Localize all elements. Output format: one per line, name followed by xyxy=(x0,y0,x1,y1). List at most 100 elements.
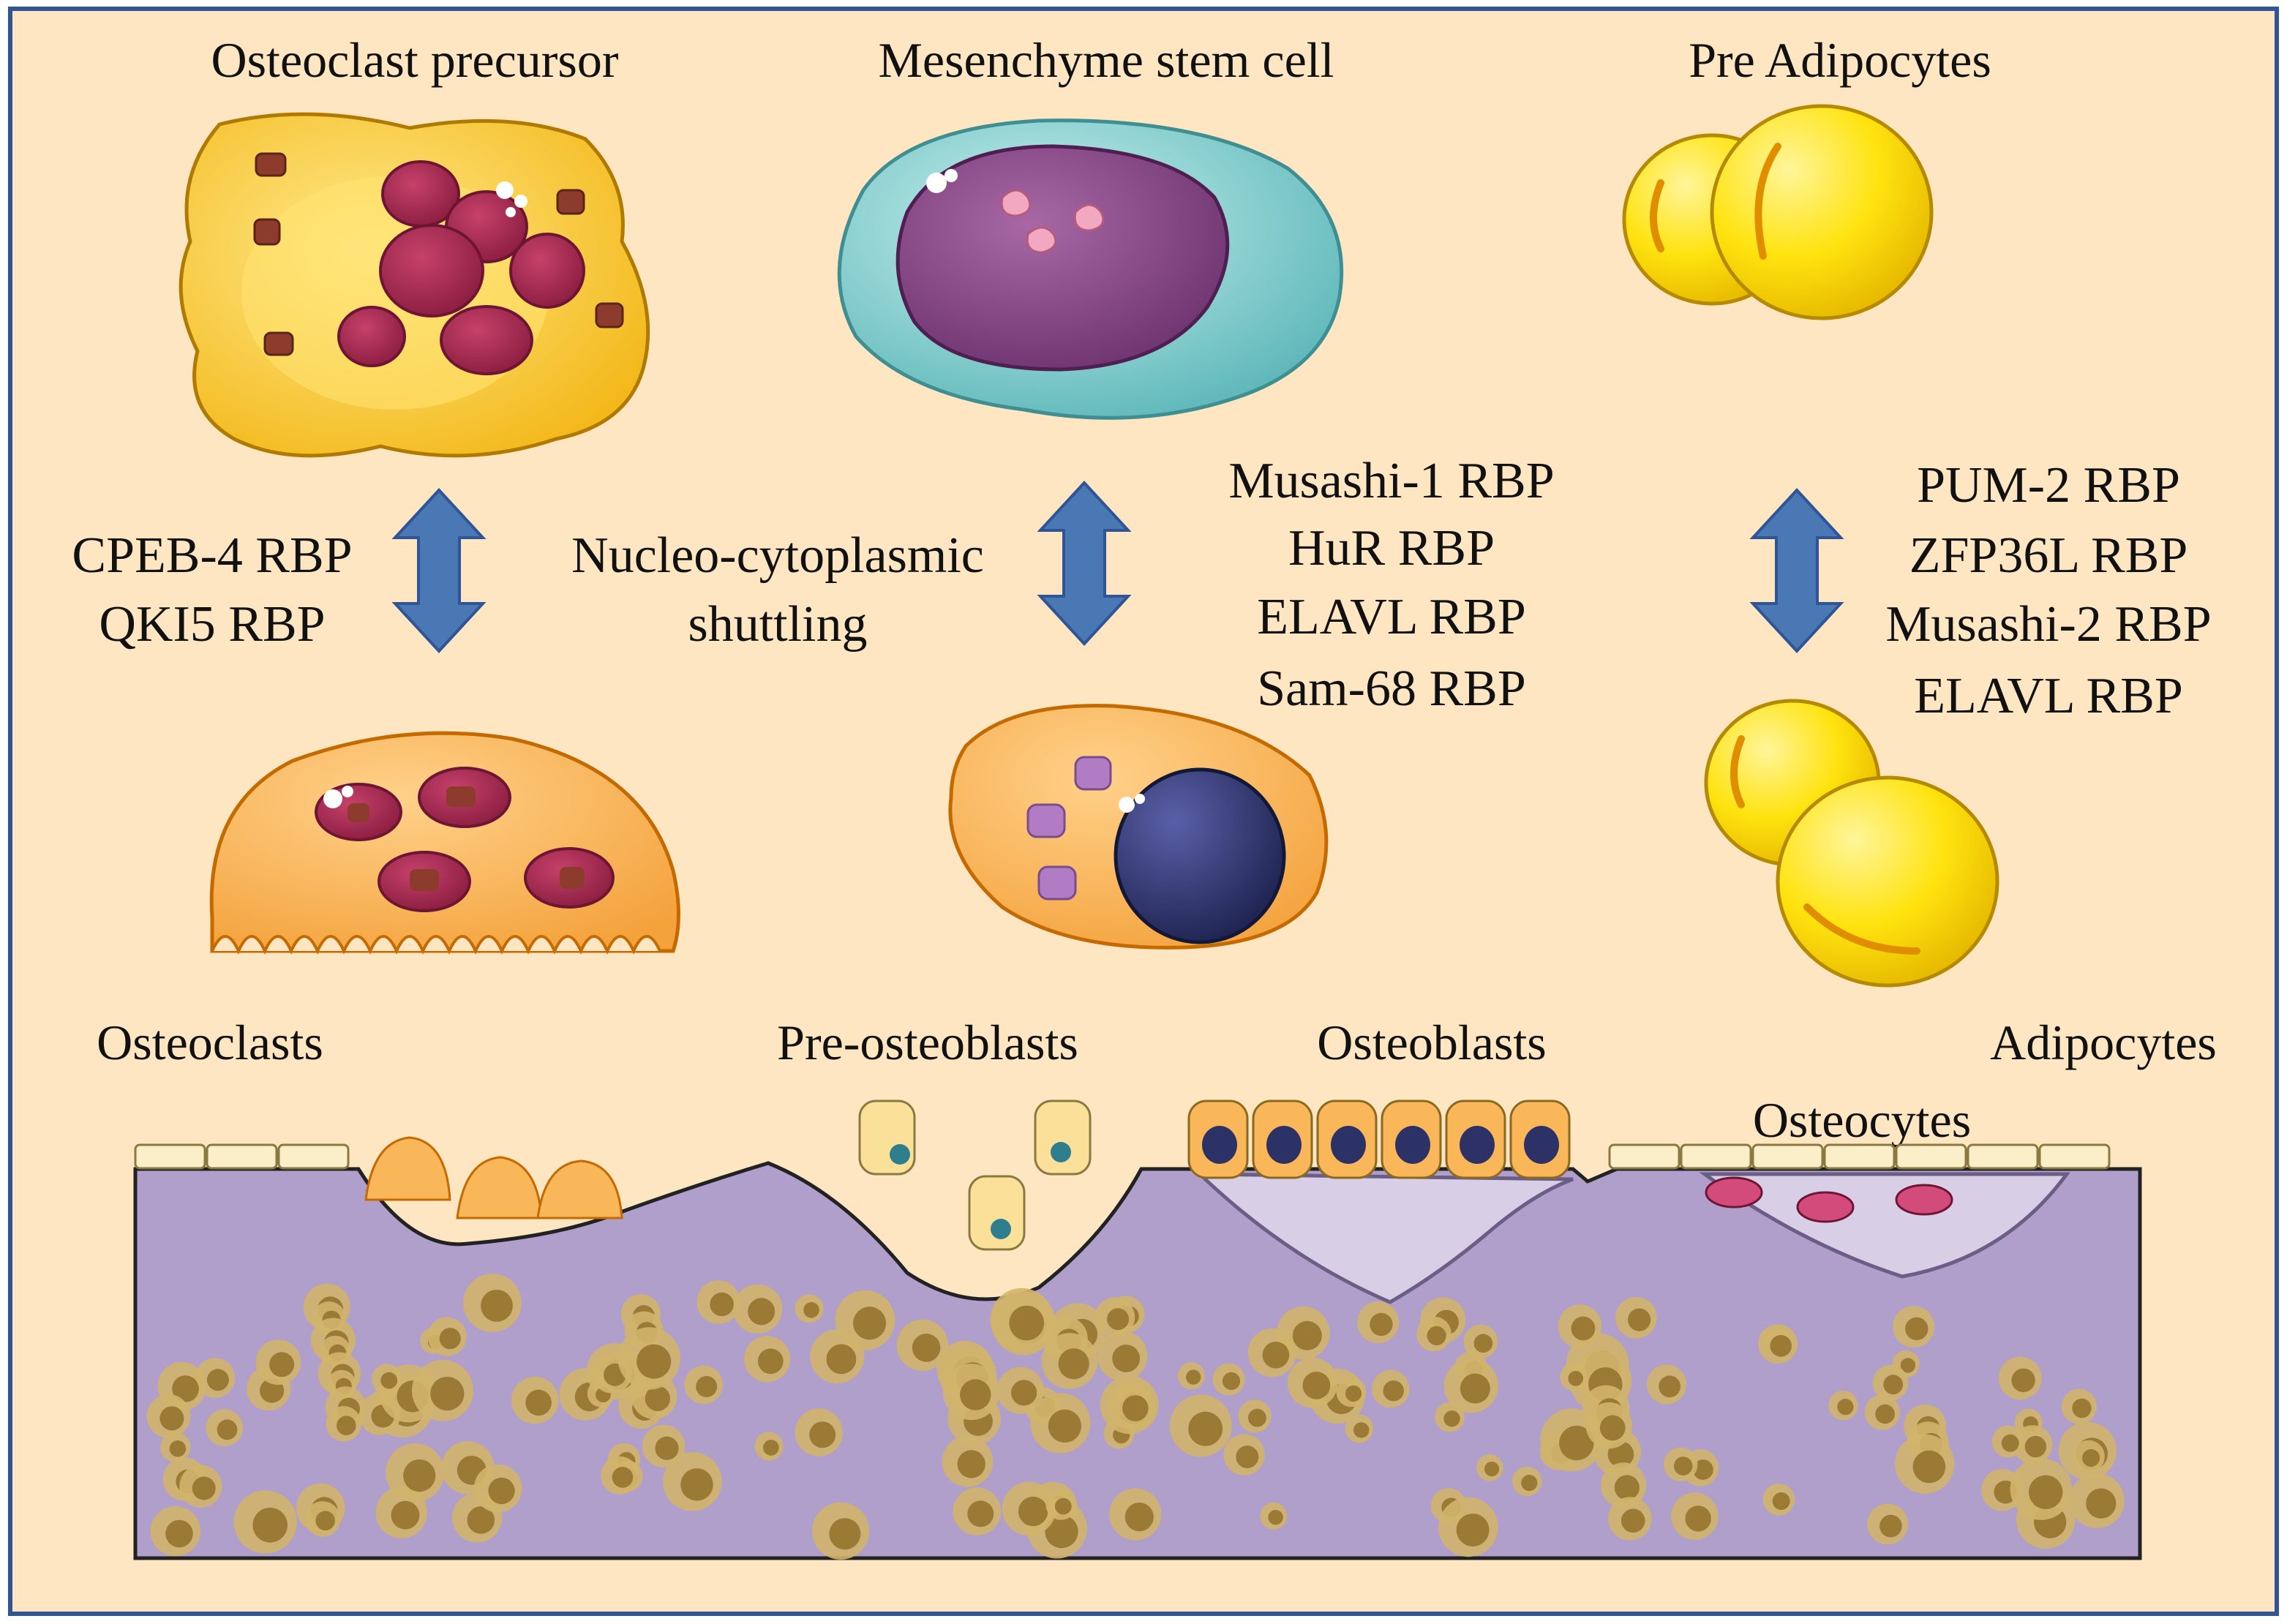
lacuna-core xyxy=(1692,1459,1713,1480)
rbp-osteoblast-4: Sam-68 RBP xyxy=(1257,661,1526,717)
rbp-adipocyte-4: ELAVL RBP xyxy=(1914,668,2183,724)
lacuna-core xyxy=(1912,1450,1946,1484)
lacuna-core xyxy=(1345,1385,1362,1402)
rbp-adipocyte-3: Musashi-2 RBP xyxy=(1885,596,2211,653)
lacuna-core xyxy=(1659,1375,1681,1398)
lacuna-core xyxy=(757,1348,784,1375)
osteoblasts-row xyxy=(1187,1099,1571,1179)
rbp-adipocyte-1: PUM-2 RBP xyxy=(1917,457,2180,514)
rbp-osteoblast-1: Musashi-1 RBP xyxy=(1228,453,1554,509)
lacuna-core xyxy=(1568,1371,1583,1386)
lacuna-core xyxy=(403,1459,436,1492)
lacuna-core xyxy=(2024,1435,2047,1458)
lacuna-core xyxy=(1621,1508,1645,1533)
lacuna-core xyxy=(1112,1345,1141,1372)
lacuna-core xyxy=(1456,1514,1490,1546)
lacuna-core xyxy=(748,1298,776,1326)
lacuna-core xyxy=(1559,1425,1594,1461)
lacuna-core xyxy=(1837,1399,1854,1416)
lacuna-core xyxy=(1443,1410,1460,1427)
lacuna-core xyxy=(1879,1514,1902,1538)
lacuna-core xyxy=(1124,1503,1154,1532)
lacuna-core xyxy=(2072,1398,2092,1418)
lacuna-core xyxy=(391,1500,420,1530)
label-osteoclast-precursor: Osteoclast precursor xyxy=(211,32,618,88)
lacuna-core xyxy=(525,1389,552,1416)
rbp-osteoclast-2: QKI5 RBP xyxy=(99,596,325,653)
osteoblast-nucleus xyxy=(1460,1126,1495,1164)
lacuna-core xyxy=(829,1518,861,1550)
lacuna-core xyxy=(439,1328,461,1350)
lacuna-core xyxy=(2011,1368,2035,1393)
lacuna-core xyxy=(1186,1369,1201,1385)
lacuna-core xyxy=(488,1477,515,1505)
lacuna-core xyxy=(1770,1335,1792,1357)
label-osteoclasts: Osteoclasts xyxy=(97,1015,323,1070)
lacuna-core xyxy=(1370,1312,1393,1337)
lacuna-core xyxy=(826,1344,857,1375)
lacuna-core xyxy=(481,1290,513,1322)
double-arrow-icon xyxy=(1749,488,1844,653)
lacuna-core xyxy=(1236,1446,1259,1469)
lacuna-core xyxy=(1571,1316,1596,1341)
lacuna-core xyxy=(1614,1475,1640,1500)
lacuna-core xyxy=(217,1419,238,1440)
lacuna-core xyxy=(1045,1515,1078,1549)
lacuna-core xyxy=(165,1519,193,1548)
osteoblast-nucleus xyxy=(1395,1126,1430,1164)
lacuna-core xyxy=(957,1450,985,1478)
label-pre-adipocytes: Pre Adipocytes xyxy=(1689,32,1991,88)
lacuna-core xyxy=(612,1467,634,1488)
lacuna-core xyxy=(655,1436,679,1460)
lacuna-core xyxy=(169,1440,187,1457)
lacuna-core xyxy=(1900,1358,1916,1373)
lacuna-core xyxy=(710,1292,734,1317)
rbp-osteoclast-1: CPEB-4 RBP xyxy=(72,527,352,584)
shuttling-label-line1: Nucleo-cytoplasmic xyxy=(571,527,984,584)
osteoclast-cell xyxy=(209,731,680,955)
lacuna-core xyxy=(1599,1415,1626,1441)
lacuna-core xyxy=(1521,1475,1538,1492)
lacuna-core xyxy=(2001,1434,2019,1452)
lacuna-core xyxy=(1353,1422,1370,1438)
lacuna-core xyxy=(1048,1409,1081,1443)
shuttling-label-line2: shuttling xyxy=(688,596,867,653)
lacuna-core xyxy=(1905,1317,1929,1341)
lacuna-core xyxy=(1772,1492,1790,1510)
lacuna-core xyxy=(1009,1305,1044,1341)
lacuna-core xyxy=(430,1377,465,1411)
double-arrow-icon xyxy=(391,488,487,653)
lacuna-core xyxy=(192,1476,216,1500)
label-mesenchyme-stem-cell: Mesenchyme stem cell xyxy=(878,32,1334,88)
osteoblast-nucleus xyxy=(1266,1126,1302,1164)
lacuna-core xyxy=(1188,1411,1223,1446)
osteoblast-nucleus xyxy=(1202,1126,1237,1164)
lacuna-core xyxy=(1018,1496,1048,1527)
lacuna-core xyxy=(636,1344,672,1379)
lacuna-core xyxy=(1673,1456,1693,1475)
lacuna-core xyxy=(1011,1380,1037,1406)
lacuna-core xyxy=(315,1511,336,1531)
lacuna-core xyxy=(1248,1408,1266,1427)
lacuna-core xyxy=(1427,1326,1446,1345)
lacuna-core xyxy=(380,1372,398,1389)
lacuna-core xyxy=(853,1307,887,1340)
label-osteoblasts: Osteoblasts xyxy=(1317,1015,1547,1070)
lacuna-core xyxy=(960,1379,991,1410)
lacuna-core xyxy=(206,1369,229,1391)
lacuna-core xyxy=(1262,1342,1290,1369)
lacuna-core xyxy=(337,1416,356,1435)
lacuna-core xyxy=(1484,1462,1500,1477)
osteoblast-nucleus xyxy=(1331,1126,1366,1164)
lacuna-core xyxy=(2029,1475,2063,1509)
label-osteocytes: Osteocytes xyxy=(1753,1092,1971,1148)
lacuna-core xyxy=(1883,1375,1904,1395)
pre-osteoblast-cell xyxy=(948,704,1329,950)
lacuna-core xyxy=(1460,1373,1490,1404)
rbp-osteoblast-2: HuR RBP xyxy=(1288,520,1495,576)
lacuna-core xyxy=(763,1440,779,1456)
lining-cells xyxy=(134,1143,2111,1170)
lacuna-core xyxy=(967,1500,994,1527)
lacuna-core xyxy=(1875,1404,1895,1424)
